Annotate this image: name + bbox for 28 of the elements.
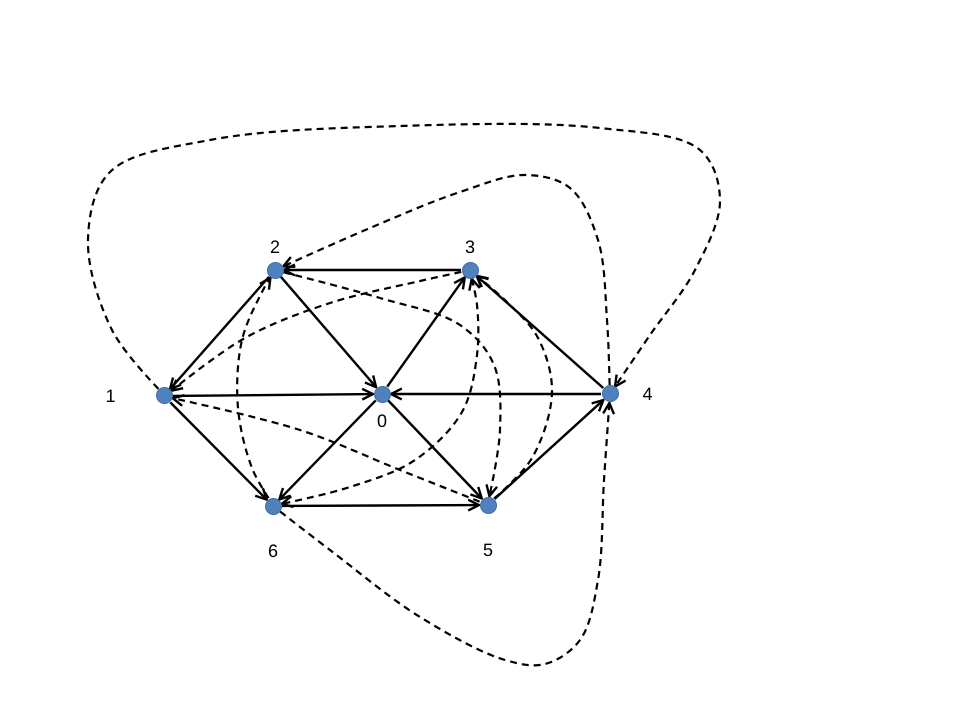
arrow — [386, 276, 466, 388]
dashed-arrow — [172, 394, 480, 503]
node-label: 0 — [376, 410, 387, 430]
dashed-arrow — [170, 270, 462, 392]
arrow — [387, 400, 483, 500]
dashed-arrow — [476, 274, 554, 500]
node-label: 2 — [270, 236, 280, 256]
arrow — [282, 498, 480, 512]
arrow — [390, 387, 601, 401]
arrow — [476, 274, 604, 389]
dashed-arrow — [236, 276, 272, 499]
dashed-arrow — [280, 278, 481, 508]
arrow — [282, 263, 461, 277]
node-label: 5 — [482, 540, 493, 560]
node-label: 6 — [268, 540, 278, 560]
node-label: 3 — [464, 236, 475, 256]
arrow — [168, 276, 270, 390]
arrow — [173, 388, 374, 401]
arrow — [280, 276, 378, 388]
node-label: 1 — [106, 386, 116, 406]
dashed-arrow — [86, 122, 722, 390]
dashed-arrow — [283, 271, 502, 498]
dashed-arrow — [279, 402, 616, 666]
node-label: 4 — [642, 384, 653, 404]
arrow — [278, 400, 377, 501]
arrow — [494, 398, 605, 500]
dashed-arrow — [282, 174, 611, 386]
arrow — [169, 402, 268, 501]
